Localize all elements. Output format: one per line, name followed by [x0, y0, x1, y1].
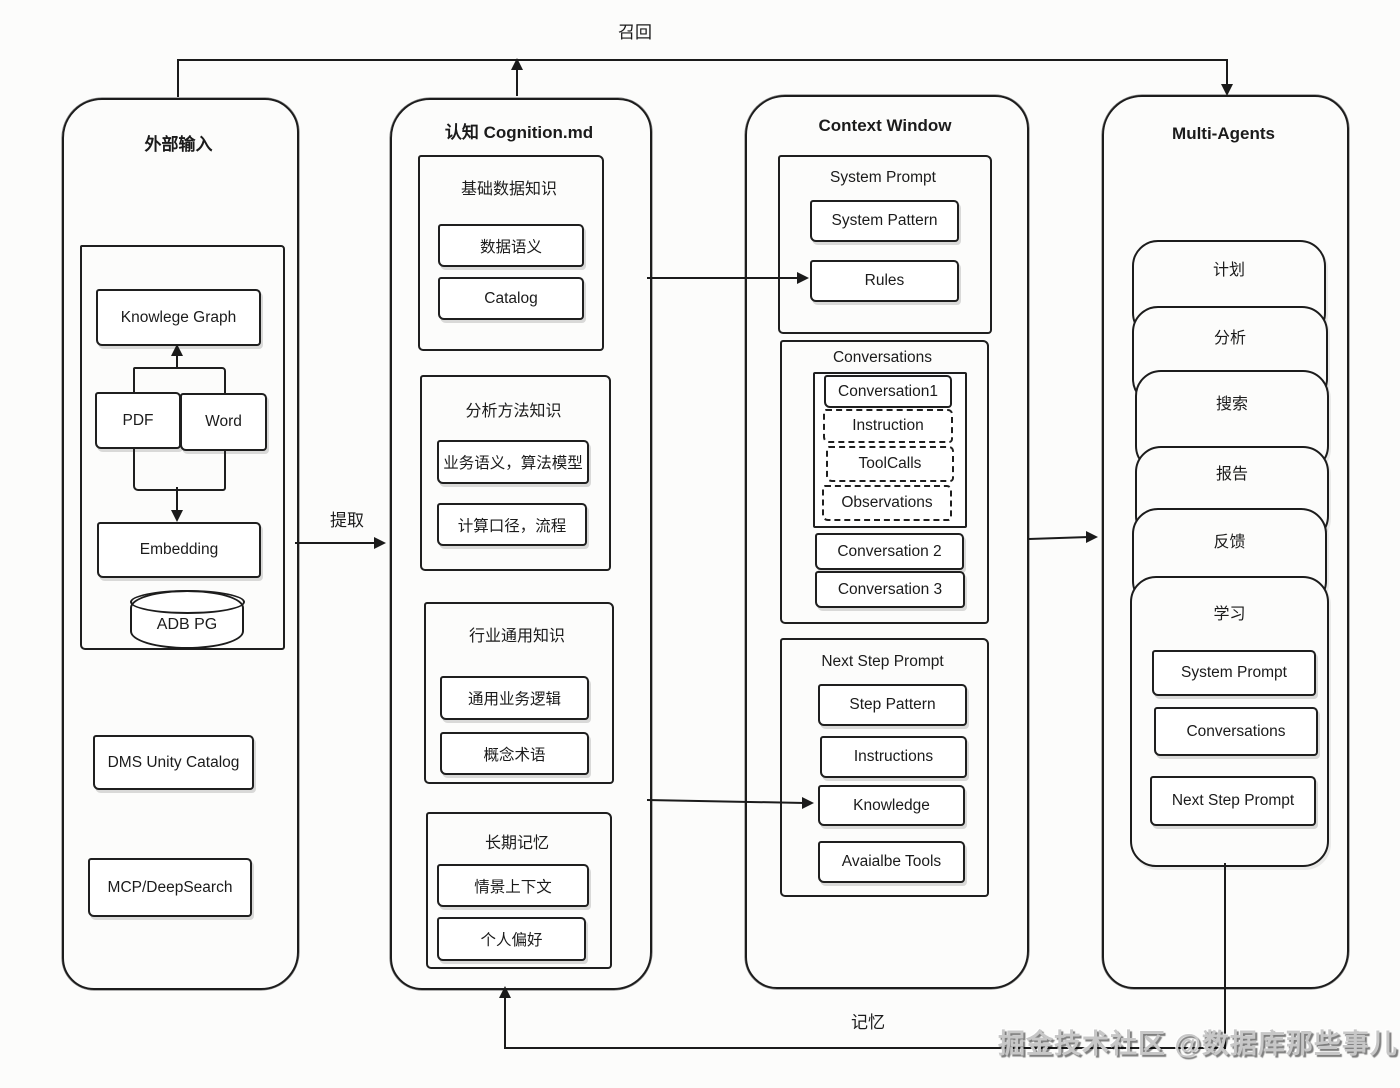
section-conversations-title: Conversations: [832, 349, 933, 366]
node-embedding: Embedding: [97, 522, 261, 578]
agent-report-label: 报告: [1215, 466, 1248, 483]
node-data-semantics: 数据语义: [438, 224, 584, 267]
agent-search-label: 搜索: [1215, 396, 1248, 413]
node-agent-conversations: Conversations: [1154, 707, 1318, 756]
section-system-prompt-title: System Prompt: [830, 169, 936, 186]
section-system-prompt: [778, 155, 992, 334]
node-business-semantics: 业务语义，算法模型: [437, 440, 589, 484]
section-long-term-memory-title: 长期记忆: [484, 835, 549, 852]
memory-label: 记忆: [851, 1013, 885, 1032]
agent-learning-label: 学习: [1213, 606, 1246, 623]
node-conversation-3: Conversation 3: [815, 571, 965, 608]
node-context-of-scene: 情景上下文: [437, 864, 589, 907]
node-instructions: Instructions: [820, 736, 967, 778]
node-conversation-2: Conversation 2: [815, 533, 964, 570]
node-knowledge: Knowledge: [818, 785, 965, 826]
node-instruction: Instruction: [823, 409, 953, 443]
node-catalog: Catalog: [438, 277, 584, 320]
node-adb-pg: ADB PG: [129, 589, 245, 649]
section-analysis-method-knowledge-title: 分析方法知识: [465, 403, 562, 420]
node-personal-preference: 个人偏好: [437, 917, 586, 961]
to-agents-line: [1028, 536, 1090, 540]
arrowhead-up-recall: [511, 58, 523, 70]
node-knowledge-graph: Knowlege Graph: [96, 289, 261, 346]
node-general-business-logic: 通用业务逻辑: [440, 676, 589, 720]
recall-line: [177, 59, 1228, 97]
node-toolcalls: ToolCalls: [826, 446, 954, 482]
agent-plan-label: 计划: [1212, 262, 1245, 279]
agent-analysis-label: 分析: [1213, 330, 1246, 347]
node-mcp-deepsearch: MCP/DeepSearch: [88, 858, 252, 917]
section-industry-knowledge-title: 行业通用知识: [468, 628, 565, 645]
multi-agents-title: Multi-Agents: [1172, 124, 1275, 143]
cognition-title: 认知 Cognition.md: [444, 123, 594, 142]
external-input-title: 外部输入: [144, 135, 213, 154]
node-agent-system-prompt: System Prompt: [1152, 650, 1316, 696]
arrowhead-extract: [374, 537, 386, 549]
node-agent-next-step-prompt: Next Step Prompt: [1150, 776, 1316, 826]
node-conversation1: Conversation1: [824, 375, 952, 408]
watermark: 掘金技术社区 @数据库那些事儿: [998, 1029, 1398, 1059]
node-step-pattern: Step Pattern: [818, 684, 967, 726]
agent-feedback-label: 反馈: [1213, 534, 1246, 551]
section-basic-data-knowledge-title: 基础数据知识: [460, 181, 557, 198]
section-basic-data-knowledge: [418, 155, 604, 351]
extract-label: 提取: [330, 511, 364, 530]
node-available-tools: Avaialbe Tools: [818, 841, 965, 883]
node-dms-unity-catalog: DMS Unity Catalog: [93, 735, 254, 790]
node-rules: Rules: [810, 260, 959, 302]
arrowhead-agents: [1086, 531, 1098, 543]
section-industry-knowledge: [424, 602, 614, 784]
external-pipeline-group: [80, 245, 285, 650]
adb-pg-label: ADB PG: [156, 616, 218, 633]
node-pdf: PDF: [95, 392, 181, 449]
node-calculation-caliber: 计算口径，流程: [437, 503, 587, 546]
section-next-step-prompt-title: Next Step Prompt: [821, 653, 944, 670]
node-system-pattern: System Pattern: [810, 200, 959, 242]
section-conversations: [780, 340, 989, 624]
context-window-title: Context Window: [818, 116, 952, 135]
section-analysis-method-knowledge: [420, 375, 611, 571]
node-word: Word: [180, 393, 267, 451]
frame-external-input: [62, 98, 299, 990]
node-concept-terms: 概念术语: [440, 732, 589, 775]
recall-label: 召回: [618, 23, 652, 42]
node-observations: Observations: [822, 485, 952, 521]
